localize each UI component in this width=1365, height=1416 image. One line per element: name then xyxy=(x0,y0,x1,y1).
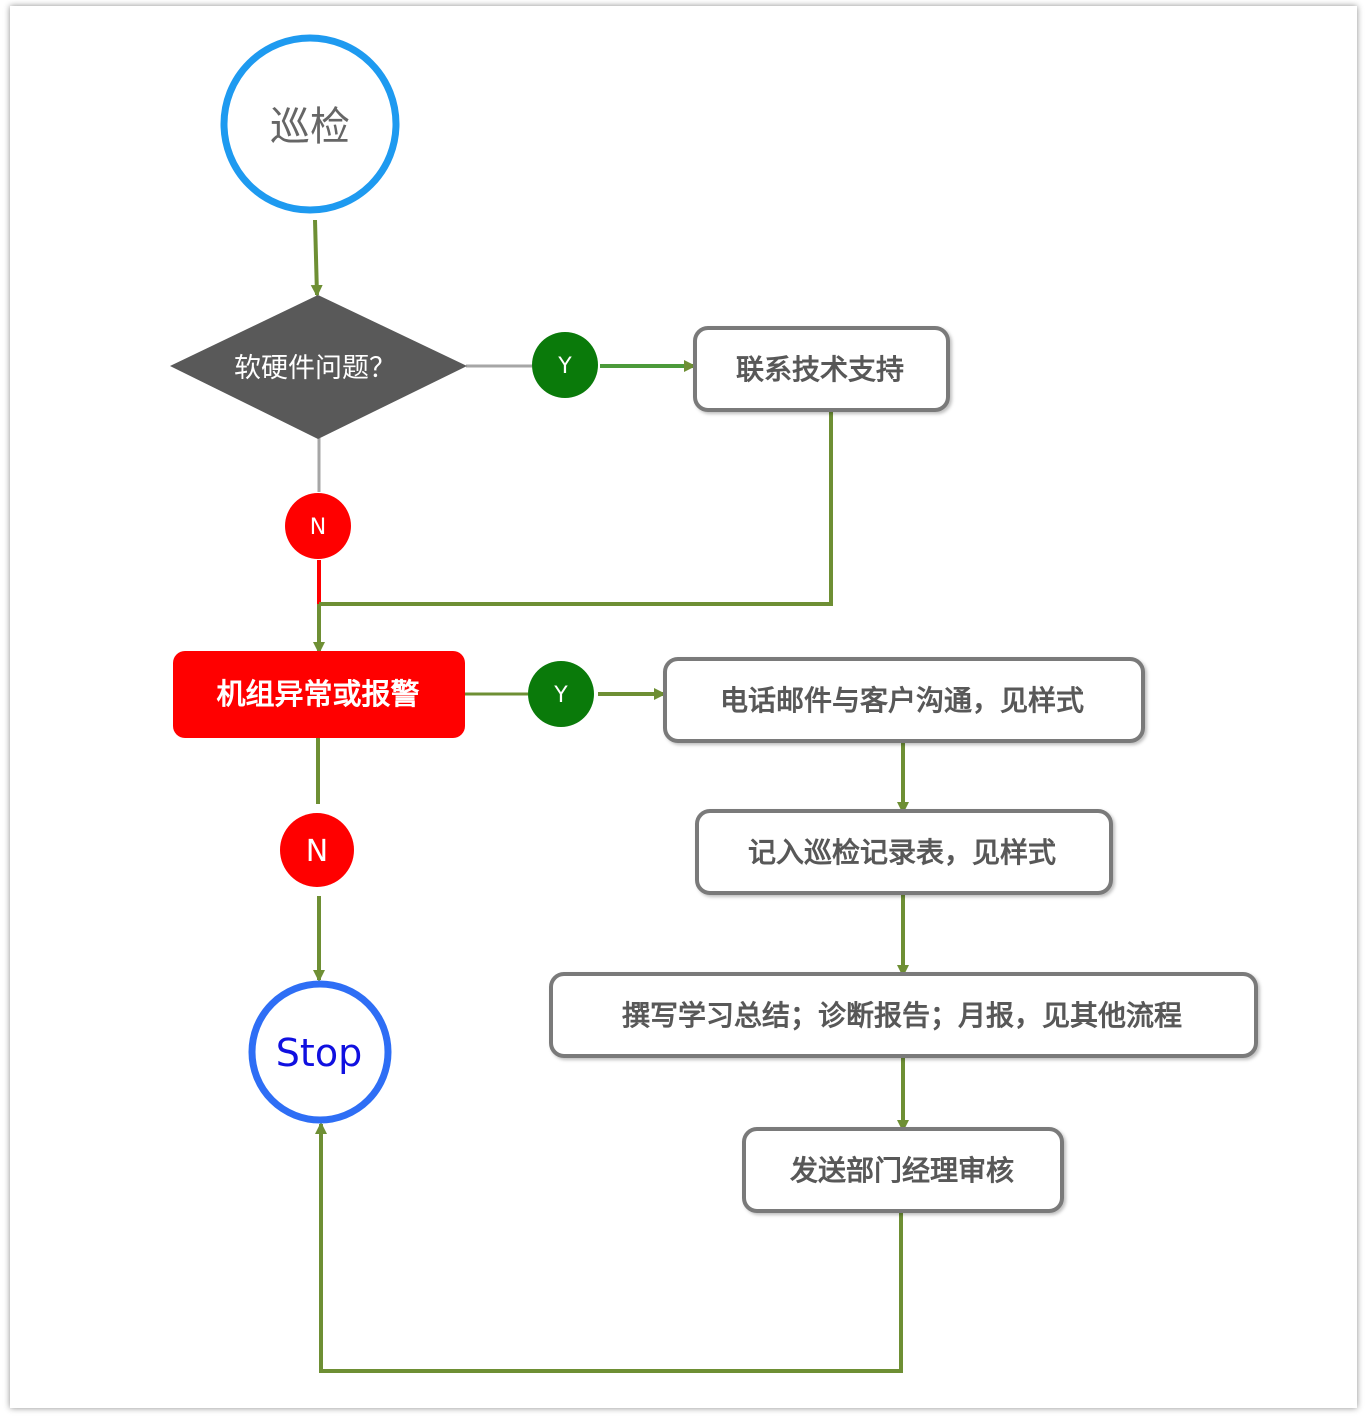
decision-node: 软硬件问题？ xyxy=(170,295,467,439)
review-label: 发送部门经理审核 xyxy=(789,1154,1014,1187)
alarm-node: 机组异常或报警 xyxy=(173,651,465,738)
stop-node: Stop xyxy=(248,980,392,1124)
no-badge-1: N xyxy=(285,493,351,559)
connector-start-to-decision xyxy=(310,219,323,297)
contact-support-label: 联系技术支持 xyxy=(736,353,904,386)
no-badge-1-label: N xyxy=(310,515,326,540)
yes-badge-2-label: Y xyxy=(553,683,568,708)
connector-support-to-merge xyxy=(319,410,833,606)
start-label: 巡检 xyxy=(270,104,350,150)
review-node: 发送部门经理审核 xyxy=(742,1127,1064,1213)
summary-label: 撰写学习总结；诊断报告；月报，见其他流程 xyxy=(622,999,1182,1032)
yes-badge-1-label: Y xyxy=(557,354,572,379)
no-badge-2-label: N xyxy=(306,834,328,869)
no-badge-2: N xyxy=(280,813,354,887)
yes-badge-1: Y xyxy=(532,332,598,398)
stop-label: Stop xyxy=(276,1031,362,1075)
email-customer-label: 电话邮件与客户沟通，见样式 xyxy=(720,684,1084,717)
summary-node: 撰写学习总结；诊断报告；月报，见其他流程 xyxy=(549,972,1258,1058)
connector-review-to-stop xyxy=(315,1122,903,1373)
yes-badge-2: Y xyxy=(528,661,594,727)
alarm-label: 机组异常或报警 xyxy=(216,677,419,711)
contact-support-node: 联系技术支持 xyxy=(693,326,950,412)
record-node: 记入巡检记录表，见样式 xyxy=(695,809,1113,895)
decision-label: 软硬件问题？ xyxy=(234,353,396,384)
email-customer-node: 电话邮件与客户沟通，见样式 xyxy=(663,657,1145,743)
start-node: 巡检 xyxy=(220,34,400,214)
record-label: 记入巡检记录表，见样式 xyxy=(748,836,1056,869)
connectors xyxy=(310,219,909,1373)
